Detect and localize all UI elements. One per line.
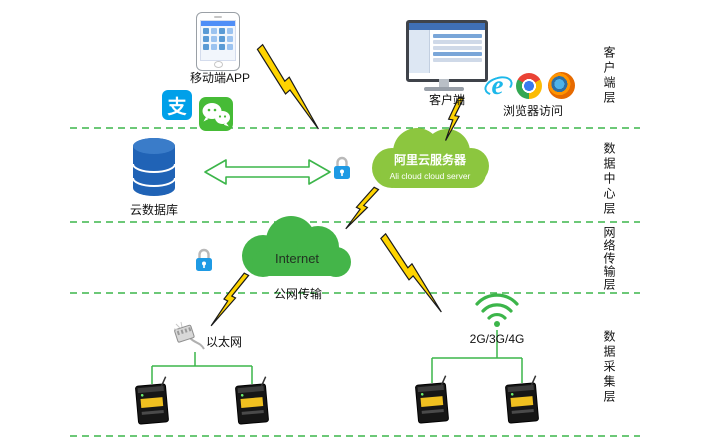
bolt-cloud-to-internet — [344, 183, 379, 235]
layer-label-collection: 数据采集层 — [602, 330, 616, 405]
cloud-database-icon — [132, 138, 176, 196]
ali-cloud-shape — [372, 128, 489, 188]
security-lock-icon — [332, 156, 352, 181]
ethernet-plug-icon — [173, 321, 205, 350]
firefox-browser-icon — [548, 72, 575, 99]
ali-cloud-label-cn: 阿里云服务器 — [394, 152, 467, 167]
layer-label-datacenter: 数据中心层 — [602, 142, 616, 217]
monitor-stand — [439, 79, 449, 87]
cellular-label: 2G/3G/4G — [469, 332, 525, 346]
smartphone-icon — [196, 12, 240, 71]
wifi-dot — [494, 321, 500, 327]
wifi-signal-icon — [475, 293, 519, 320]
alipay-icon: 支 — [162, 90, 192, 120]
bolt-internet-to-cellular — [374, 233, 453, 314]
public-network-label: 公网传输 — [273, 287, 322, 301]
phone-home-button — [214, 61, 223, 68]
cloud-db-label: 云数据库 — [129, 203, 178, 217]
ie-browser-icon: e — [484, 72, 511, 99]
layer-label-network: 网络传输层 — [602, 226, 616, 291]
internet-cloud-shape — [242, 216, 351, 277]
ethernet-label: 以太网 — [206, 335, 243, 349]
device-connection-lines — [151, 330, 523, 384]
mobile-app-label: 移动端APP — [189, 71, 250, 85]
sync-double-arrow — [204, 159, 331, 185]
bolt-internet-to-ethernet — [210, 269, 250, 332]
layer-label-client: 客户端层 — [602, 46, 616, 106]
internet-label: Internet — [275, 251, 319, 266]
wechat-icon — [199, 97, 233, 131]
phone-screen — [200, 20, 236, 61]
client-label: 客户端 — [428, 93, 465, 107]
chrome-browser-icon — [516, 73, 542, 99]
bolt-mobile-to-cloud — [250, 44, 331, 131]
alipay-character: 支 — [167, 96, 187, 118]
phone-speaker — [214, 16, 222, 18]
wechat-bubbles — [202, 103, 230, 127]
browser-access-label: 浏览器访问 — [502, 104, 563, 118]
security-lock-icon — [194, 248, 214, 273]
monitor-base — [424, 87, 464, 91]
layer-separator-lines — [70, 127, 640, 437]
ali-cloud-label-en: Ali cloud cloud server — [390, 171, 471, 181]
desktop-monitor-icon — [406, 20, 488, 82]
